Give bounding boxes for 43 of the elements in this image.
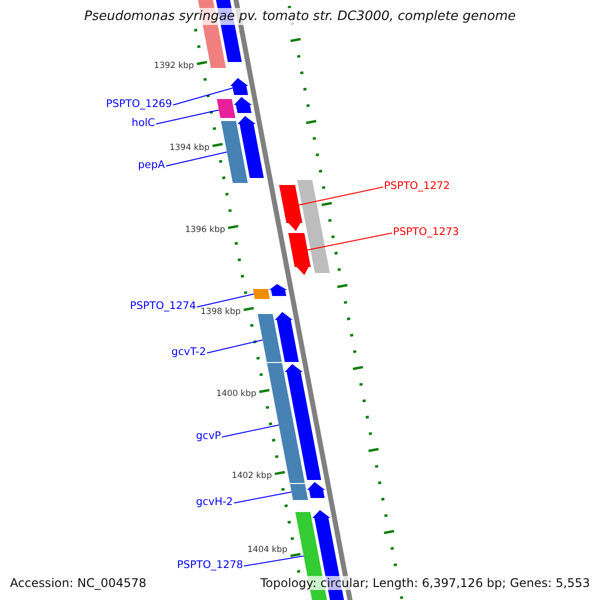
gene-feature (288, 233, 311, 275)
gene-feature (297, 180, 330, 273)
leader-line (244, 556, 304, 566)
gene-label: PSPTO_1272 (384, 181, 450, 193)
scale-label: 1396 kbp (185, 225, 226, 235)
leader-line (222, 424, 280, 438)
gene-feature (216, 99, 236, 118)
gene-label: gcvT-2 (171, 347, 206, 359)
gene-label: gcvP (196, 431, 221, 443)
gene-feature (238, 116, 264, 178)
gene-label: PSPTO_1274 (130, 301, 196, 313)
leader-line (172, 88, 234, 106)
gene-label: PSPTO_1278 (177, 560, 243, 572)
leader-line (307, 232, 392, 250)
gene-label: PSPTO_1269 (106, 99, 172, 111)
leader-line (196, 294, 254, 308)
scale-label: 1394 kbp (169, 143, 210, 153)
leader-line (166, 152, 228, 166)
info-text: Accession: NC_004578 (10, 576, 146, 590)
info-text: Topology: circular; Length: 6,397,126 bp; Genes: 5,553 (260, 576, 590, 590)
leader-line (156, 110, 220, 124)
leader-line (298, 186, 384, 206)
gene-feature (221, 121, 248, 183)
scale-label: 1392 kbp (154, 61, 194, 71)
leader-line (206, 340, 264, 354)
gene-label: gcvH-2 (196, 497, 233, 509)
gene-feature (279, 185, 302, 231)
gene-label: PSPTO_1273 (393, 227, 459, 239)
gene-label: pepA (138, 160, 165, 172)
gene-label: holC (132, 118, 155, 130)
scale-label: 1404 kbp (247, 545, 288, 555)
scale-label: 1402 kbp (232, 471, 272, 481)
gene-feature (307, 482, 326, 498)
gene-feature (284, 364, 322, 480)
scale-label: 1400 kbp (216, 389, 256, 399)
gene-feature (230, 78, 248, 95)
scale-label: 1398 kbp (200, 307, 241, 317)
gene-feature (274, 312, 299, 362)
gene-feature (269, 284, 288, 296)
leader-line (234, 492, 292, 504)
gene-feature (258, 314, 282, 362)
gene-feature (252, 289, 270, 299)
gene-feature (234, 97, 252, 113)
